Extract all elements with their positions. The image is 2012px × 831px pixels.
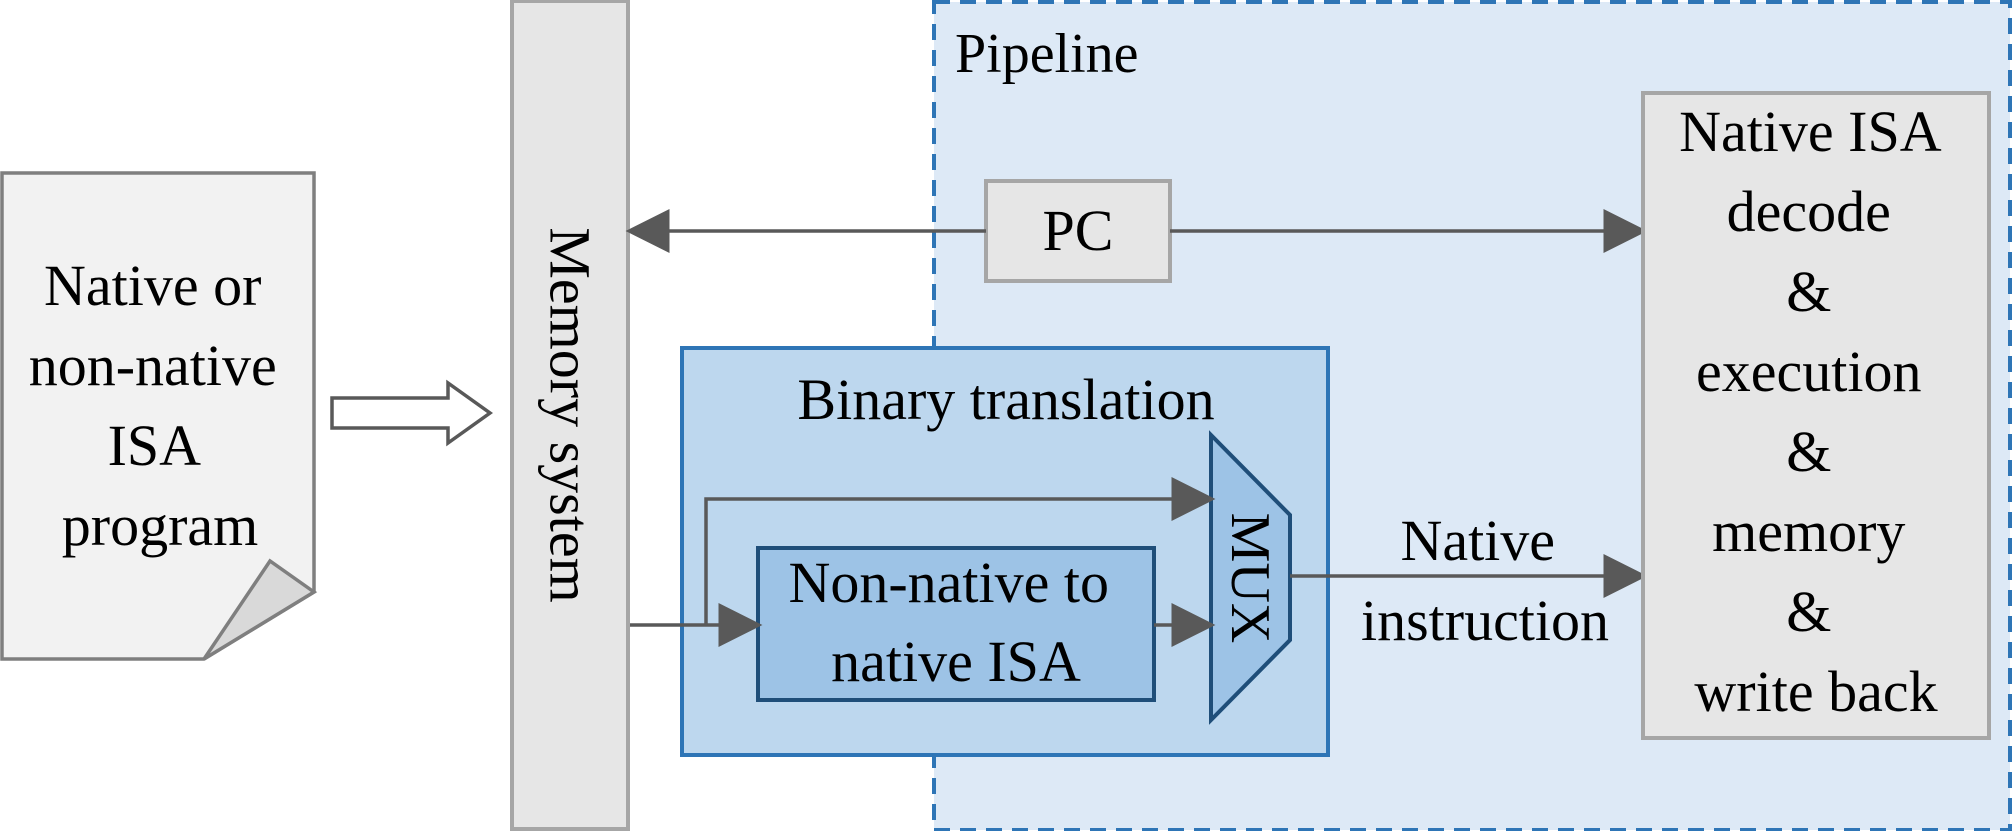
pipeline-label: Pipeline (955, 23, 1139, 85)
converter-box (756, 546, 1156, 702)
pc-register: PC (984, 179, 1172, 283)
load-arrow (330, 379, 494, 447)
memory-system: Memory system (510, 0, 630, 831)
native-isa-block: Native ISA decode & execution & memory &… (1641, 91, 1991, 740)
pc-label: PC (1043, 198, 1114, 263)
native-isa-label: Native ISA decode & execution & memory &… (1679, 99, 1953, 724)
binary-translation-block: Binary translation Non-native to native … (680, 346, 1330, 757)
memory-label: Memory system (538, 227, 603, 602)
program-document: Native or non-native ISA program (0, 171, 318, 661)
native-instruction-label: Native instruction (1361, 508, 1609, 653)
converter-label: Non-native to native ISA (788, 550, 1123, 694)
document-fold (202, 558, 318, 661)
memory-box (510, 0, 630, 831)
mux-label: MUX (1219, 513, 1281, 644)
native-isa-box (1641, 91, 1991, 740)
bypass-to-mux-arrow (704, 477, 1216, 625)
program-label: Native or non-native ISA program (29, 253, 292, 558)
binary-translation-label: Binary translation (797, 367, 1214, 432)
pc-box (984, 179, 1172, 283)
